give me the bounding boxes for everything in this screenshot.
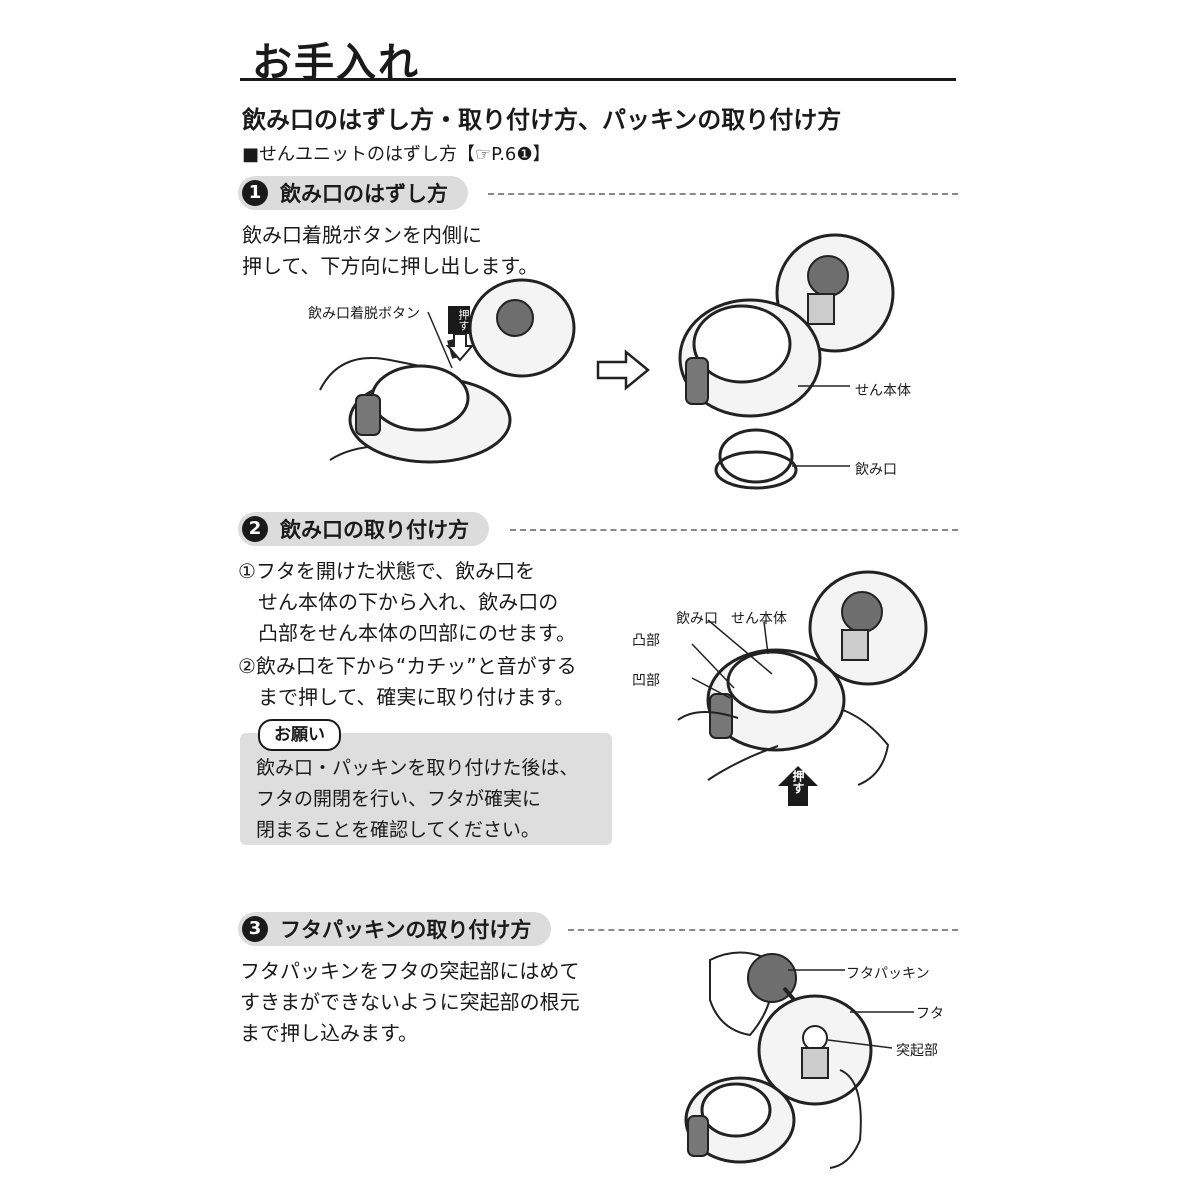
attach-lid-packing-illustration (684, 951, 914, 1169)
push-arrow-down-icon (445, 333, 475, 362)
section-1-pill: 1 飲み口のはずし方 (238, 176, 468, 210)
section-1-divider (488, 193, 958, 195)
plug-body-label-2: せん本体 (731, 611, 787, 627)
attach-mouthpiece-illustration (677, 570, 928, 786)
remove-mouthpiece-illustration (319, 278, 576, 464)
section-1-number: 1 (242, 180, 268, 206)
section-2-divider (510, 529, 958, 531)
notice-text: 飲み口・パッキンを取り付けた後は、 フタの開閉を行い、フタが確実に 閉まることを… (256, 757, 579, 841)
section-3-divider (568, 929, 958, 931)
button-label: 飲み口着脱ボタン (308, 306, 420, 322)
section-3-number: 3 (242, 916, 268, 942)
notice-badge: お願い (258, 719, 341, 751)
lid-packing-label: フタパッキン (846, 966, 930, 982)
plug-body-label: せん本体 (855, 383, 911, 399)
reference-note: ■せんユニットのはずし方【☞P.6❶】 (242, 144, 551, 165)
protrusion-label: 突起部 (896, 1043, 938, 1059)
lid-label: フタ (916, 1006, 944, 1022)
section-3-pill: 3 フタパッキンの取り付け方 (238, 912, 552, 946)
notice-box (240, 733, 612, 845)
separated-parts-illustration (678, 233, 895, 490)
title-rule (240, 78, 956, 81)
section-2-header: 2 飲み口の取り付け方 (238, 512, 958, 546)
page-subtitle: 飲み口のはずし方・取り付け方、パッキンの取り付け方 (242, 106, 842, 134)
section-2-pill: 2 飲み口の取り付け方 (238, 512, 489, 546)
mouthpiece-label-2: 飲み口 (676, 611, 718, 627)
push-arrow-up-icon (778, 766, 818, 806)
push-label-2: 押す (791, 770, 805, 794)
section-3-heading: フタパッキンの取り付け方 (280, 918, 532, 942)
section-3-header: 3 フタパッキンの取り付け方 (238, 912, 958, 946)
section-2-step-1: ①フタを開けた状態で、飲み口を せん本体の下から入れ、飲み口の 凸部をせん本体の… (238, 559, 576, 645)
button-leader-line (427, 311, 453, 369)
convex-label: 凸部 (632, 633, 660, 649)
section-2-step-2: ②飲み口を下から“カチッ”と音がする まで押して、確実に取り付けます。 (238, 654, 577, 709)
concave-label: 凹部 (632, 673, 660, 689)
section-1-heading: 飲み口のはずし方 (280, 182, 448, 206)
section-2-number: 2 (242, 516, 268, 542)
push-tag-1: 押す (448, 306, 470, 334)
section-2-heading: 飲み口の取り付け方 (280, 518, 469, 542)
section-1-header: 1 飲み口のはずし方 (238, 176, 958, 210)
section-3-text: フタパッキンをフタの突起部にはめて すきまができないように突起部の根元 まで押し… (240, 959, 580, 1045)
mouthpiece-label: 飲み口 (855, 462, 897, 478)
section-1-text: 飲み口着脱ボタンを内側に 押して、下方向に押し出します。 (242, 223, 539, 278)
transition-arrow-icon (596, 349, 650, 391)
